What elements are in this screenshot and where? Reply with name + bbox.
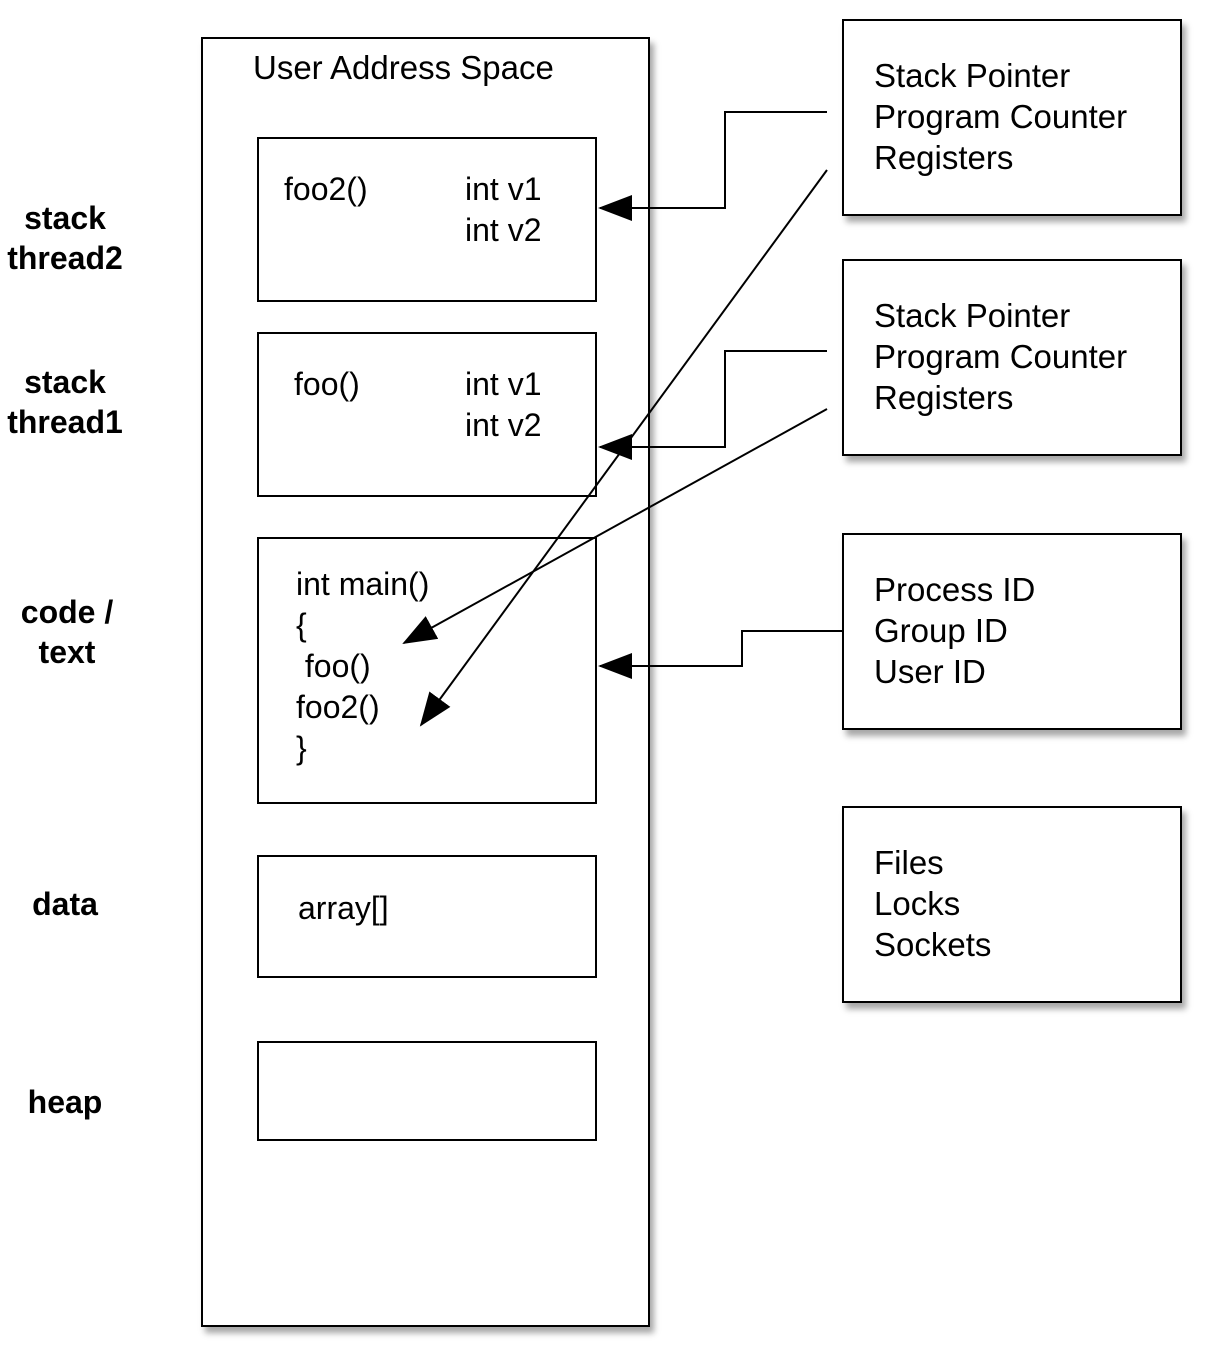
label-stack-thread1: stack thread1 <box>0 362 130 442</box>
thread1-stack-pointer: Stack Pointer <box>874 297 1071 334</box>
stack-thread1-var1: int v1 <box>465 366 542 402</box>
stack-thread1-var2: int v2 <box>465 407 542 443</box>
label-stack-thread2-line1: stack <box>24 200 106 236</box>
address-space-title: User Address Space <box>253 49 554 86</box>
code-line-5: } <box>296 730 307 766</box>
stack-thread2-var1: int v1 <box>465 171 542 207</box>
thread2-program-counter: Program Counter <box>874 98 1128 135</box>
data-content: array[] <box>298 890 389 926</box>
label-code-text-line2: text <box>38 634 96 670</box>
label-stack-thread1-line1: stack <box>24 364 106 400</box>
stack-thread2-segment: foo2() int v1 int v2 <box>257 137 597 302</box>
thread2-registers: Registers <box>874 139 1014 176</box>
code-line-4: foo2() <box>296 689 380 725</box>
label-data-line1: data <box>32 886 98 922</box>
stack-thread2-var2: int v2 <box>465 212 542 248</box>
stack-thread1-segment: foo() int v1 int v2 <box>257 332 597 497</box>
label-stack-thread2: stack thread2 <box>0 198 130 278</box>
heap-segment <box>257 1041 597 1141</box>
thread1-registers: Registers <box>874 379 1014 416</box>
code-line-2: { <box>296 607 307 643</box>
label-code-text-line1: code / <box>20 594 114 630</box>
label-stack-thread2-line2: thread2 <box>7 240 123 276</box>
label-code-text: code / text <box>2 592 132 672</box>
label-heap: heap <box>0 1082 130 1122</box>
user-id: User ID <box>874 653 986 690</box>
code-line-1: int main() <box>296 566 430 602</box>
thread2-context-box: Stack Pointer Program Counter Registers <box>842 19 1182 216</box>
code-segment: int main() { foo() foo2() } <box>257 537 597 804</box>
resources-box: Files Locks Sockets <box>842 806 1182 1003</box>
process-ids-box: Process ID Group ID User ID <box>842 533 1182 730</box>
thread2-stack-pointer: Stack Pointer <box>874 57 1071 94</box>
resource-locks: Locks <box>874 885 961 922</box>
group-id: Group ID <box>874 612 1008 649</box>
label-data: data <box>0 884 130 924</box>
stack-thread1-func: foo() <box>294 366 360 402</box>
data-segment: array[] <box>257 855 597 978</box>
resource-files: Files <box>874 844 944 881</box>
label-heap-line1: heap <box>27 1084 103 1120</box>
code-line-3: foo() <box>296 648 371 684</box>
stack-thread2-func: foo2() <box>284 171 368 207</box>
resource-sockets: Sockets <box>874 926 992 963</box>
label-stack-thread1-line2: thread1 <box>7 404 123 440</box>
process-id: Process ID <box>874 571 1036 608</box>
thread1-program-counter: Program Counter <box>874 338 1128 375</box>
thread1-context-box: Stack Pointer Program Counter Registers <box>842 259 1182 456</box>
